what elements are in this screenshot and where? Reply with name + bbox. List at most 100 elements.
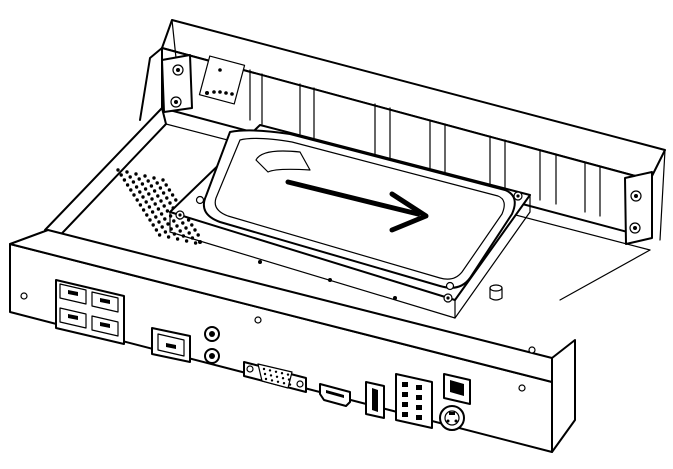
vent-hole <box>138 203 143 207</box>
vga-pin <box>262 367 266 371</box>
terminal-pin <box>402 382 408 387</box>
vga-pin <box>286 373 290 376</box>
vent-hole <box>140 182 145 186</box>
vent-hole <box>181 221 185 225</box>
vent-hole <box>131 180 136 184</box>
vent-hole <box>145 213 149 217</box>
terminal-pin <box>402 412 408 417</box>
vent-hole <box>154 228 159 232</box>
vent-hole <box>152 176 156 180</box>
hard-disk-drive <box>195 129 516 291</box>
standoff-post <box>489 284 503 301</box>
vent-hole <box>125 170 129 174</box>
vent-hole <box>137 177 141 181</box>
vent-hole <box>160 225 164 229</box>
vent-hole <box>193 241 198 245</box>
vent-hole <box>172 219 176 223</box>
ethernet-port-icon <box>59 283 87 305</box>
vent-hole <box>146 179 150 183</box>
arrow-right-icon <box>285 179 429 233</box>
vent-hole <box>157 233 162 237</box>
vent-hole <box>158 186 163 190</box>
vent-hole <box>178 229 182 233</box>
vent-hole <box>141 208 146 212</box>
terminal-pin <box>402 392 408 397</box>
left-side-wall <box>44 47 167 249</box>
vga-pin <box>276 380 280 383</box>
vent-hole <box>161 191 166 195</box>
vent-hole <box>159 212 164 216</box>
vent-hole <box>187 231 191 235</box>
vent-hole <box>149 184 154 188</box>
vent-hole <box>129 188 133 192</box>
vent-hole <box>193 228 197 232</box>
vent-hole <box>163 217 167 221</box>
vent-hole <box>164 183 168 187</box>
ethernet-port-icon <box>59 307 87 329</box>
vent-hole <box>153 202 157 206</box>
vga-pin <box>268 369 272 372</box>
vent-hole <box>184 226 188 230</box>
vent-hole <box>184 239 189 243</box>
vga-pin <box>274 370 278 373</box>
vent-hole <box>168 201 172 205</box>
vga-pin <box>275 375 279 378</box>
vent-hole <box>151 223 155 227</box>
vga-pin <box>264 377 268 381</box>
vent-hole <box>165 209 170 213</box>
vent-hole <box>116 168 120 172</box>
vent-hole <box>175 224 179 228</box>
vent-hole <box>147 192 151 196</box>
vent-hole <box>174 198 178 202</box>
vga-pin <box>281 377 285 380</box>
vent-hole <box>161 178 165 182</box>
vent-hole <box>196 233 200 237</box>
vent-hole <box>186 218 191 222</box>
vent-hole <box>141 195 145 199</box>
ethernet-port-icon <box>91 315 119 337</box>
vga-pin <box>288 383 292 386</box>
vent-hole <box>190 223 194 227</box>
vent-hole <box>143 187 148 191</box>
ethernet-port-icon <box>91 291 119 313</box>
vga-pin <box>270 379 274 382</box>
vga-pin <box>263 372 267 376</box>
hdmi-port-icon <box>319 383 351 407</box>
vent-hole <box>125 183 130 187</box>
power-jack-icon <box>439 405 465 431</box>
vent-hole <box>162 204 166 208</box>
vga-port-icon <box>243 361 307 393</box>
vent-hole <box>170 193 175 197</box>
vent-hole <box>152 189 157 193</box>
usb-port-icon <box>365 381 385 419</box>
vent-hole <box>135 198 139 202</box>
audio-jacks <box>204 326 220 364</box>
terminal-pin <box>416 385 422 390</box>
vent-hole <box>134 172 138 176</box>
vga-pin <box>280 372 284 375</box>
vent-hole <box>138 190 142 194</box>
vent-hole <box>154 215 158 219</box>
vent-hole <box>128 175 132 179</box>
vent-hole <box>156 207 161 211</box>
vent-hole <box>150 210 155 214</box>
vent-hole <box>159 199 163 203</box>
vga-pin <box>282 382 286 385</box>
vent-hole <box>144 200 148 204</box>
terminal-pin <box>402 402 408 407</box>
terminal-pin <box>416 415 422 420</box>
vent-hole <box>122 178 127 182</box>
terminal-block <box>395 373 433 429</box>
vent-hole <box>134 185 139 189</box>
vent-hole <box>119 173 123 177</box>
vent-hole <box>148 218 152 222</box>
vent-hole <box>167 188 172 192</box>
vent-hole <box>132 193 136 197</box>
terminal-pin <box>416 405 422 410</box>
vent-hole <box>147 205 152 209</box>
vent-hole <box>165 196 169 200</box>
vent-hole <box>155 181 159 185</box>
terminal-pin <box>416 395 422 400</box>
